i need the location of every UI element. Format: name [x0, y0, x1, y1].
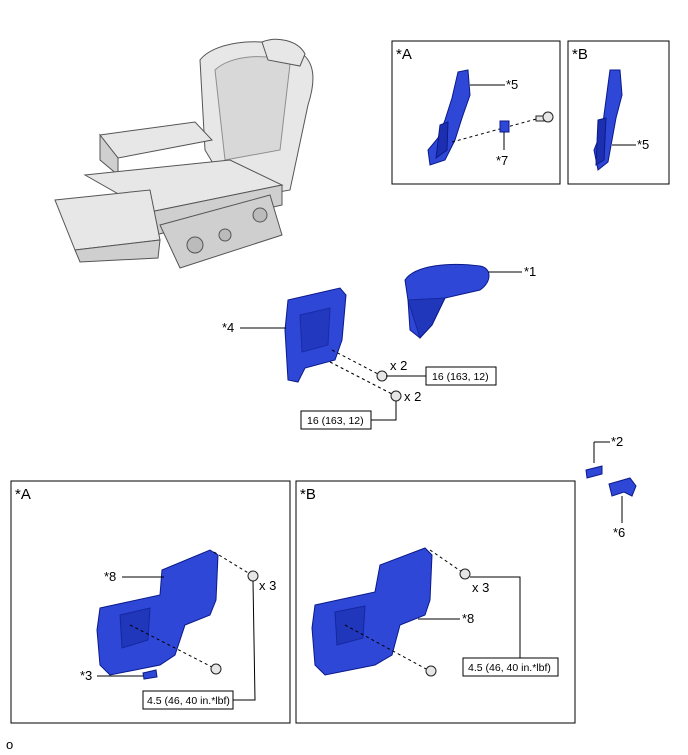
part-1	[404, 263, 490, 339]
leader-torque-lower	[370, 401, 397, 421]
box-label-bottom-a: *A	[15, 486, 31, 503]
callout-8a: *8	[104, 569, 116, 584]
bolt-b-upper	[459, 568, 471, 580]
bolt-line-a-lower	[129, 624, 215, 669]
callout-5b: *5	[637, 137, 649, 152]
frame-top-a	[391, 40, 561, 185]
torque-box-a-text: 4.5 (46, 40 in.*lbf)	[147, 695, 230, 707]
bolt-upper	[376, 370, 388, 382]
part-2	[585, 465, 603, 479]
frame-bottom-b	[295, 480, 576, 724]
torque-box-a	[142, 690, 234, 710]
callout-6: *6	[613, 525, 625, 540]
seat-illustration	[54, 38, 314, 269]
screw-top-a	[535, 111, 554, 123]
bolt-a-lower	[210, 663, 222, 675]
leader-torque-a	[233, 580, 256, 701]
part-5-a	[427, 69, 471, 166]
frame-top-b	[567, 40, 670, 185]
callout-1: *1	[524, 264, 536, 279]
part-7	[499, 120, 510, 133]
bolt-a-upper	[247, 570, 259, 582]
qty-lower: x 2	[404, 389, 421, 404]
callout-7: *7	[496, 153, 508, 168]
footer-mark: o	[6, 737, 13, 752]
callout-8b: *8	[462, 611, 474, 626]
bolt-b-lower	[425, 665, 437, 677]
torque-box-b-text: 4.5 (46, 40 in.*lbf)	[468, 662, 551, 674]
part-3	[142, 669, 158, 680]
leader-torque-b	[470, 576, 521, 658]
torque-box-b	[462, 657, 559, 677]
torque-upper: 16 (163, 12)	[432, 371, 489, 383]
part-8-a	[96, 549, 219, 676]
bolt-line-top-a	[451, 117, 541, 143]
part-8-b	[311, 547, 433, 676]
qty-box-a: x 3	[259, 578, 276, 593]
torque-box-lower	[300, 410, 372, 430]
bolt-line-b-upper	[429, 549, 463, 573]
bolt-lower	[390, 390, 402, 402]
frame-bottom-a	[10, 480, 291, 724]
torque-box-upper	[425, 366, 497, 386]
part-6	[608, 477, 637, 497]
part-4	[284, 287, 347, 383]
torque-lower: 16 (163, 12)	[307, 415, 364, 427]
qty-upper: x 2	[390, 358, 407, 373]
box-label-bottom-b: *B	[300, 486, 316, 503]
bolt-line-a-upper	[213, 551, 251, 575]
bolt-line-b-lower	[344, 624, 429, 671]
callout-5a: *5	[506, 77, 518, 92]
callout-2: *2	[611, 434, 623, 449]
bolt-line-upper	[331, 349, 381, 376]
box-label-top-a: *A	[396, 46, 412, 63]
box-label-top-b: *B	[572, 46, 588, 63]
qty-box-b: x 3	[472, 580, 489, 595]
callout-4: *4	[222, 320, 234, 335]
callout-3: *3	[80, 668, 92, 683]
bolt-line-lower	[329, 361, 395, 396]
part-5-b	[593, 69, 623, 171]
